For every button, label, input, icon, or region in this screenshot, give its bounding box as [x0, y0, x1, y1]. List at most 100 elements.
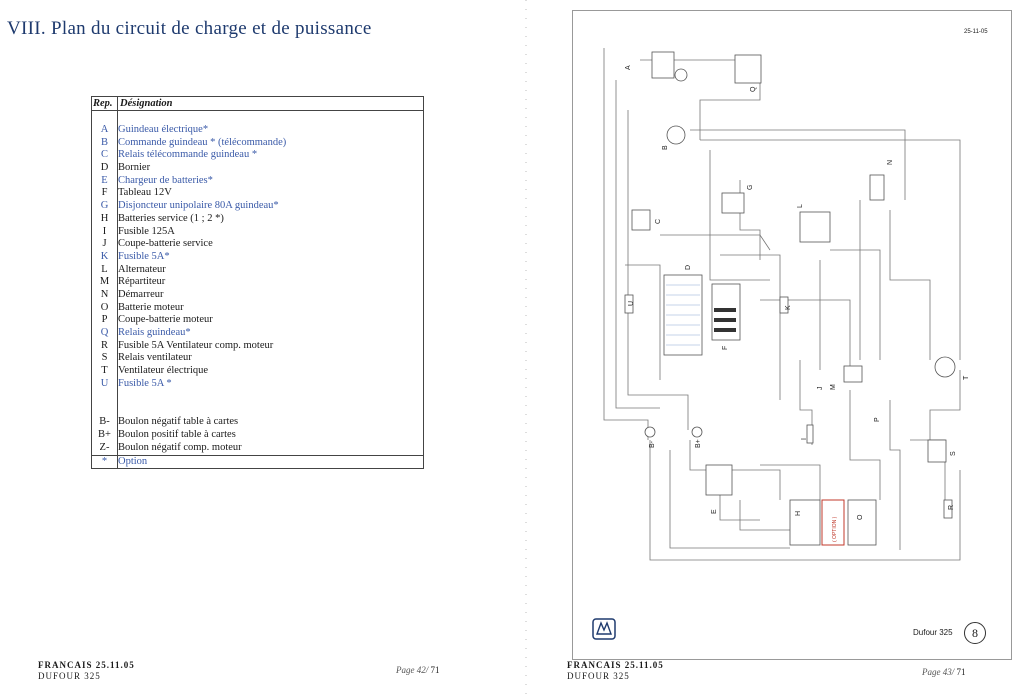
label-T: T — [963, 375, 970, 380]
legend-rep: N — [100, 288, 109, 300]
legend-rep: U — [100, 377, 109, 389]
legend-designation: Relais guindeau* — [118, 327, 191, 338]
option-battery-box — [821, 499, 845, 546]
page-number-left: Page 42/ 71 — [396, 665, 440, 675]
legend-option-label: Option — [118, 454, 423, 469]
page-title: VIII. Plan du circuit de charge et de pu… — [7, 18, 372, 39]
fuse-K — [779, 296, 789, 314]
legend-designation: Relais ventilateur — [118, 352, 192, 364]
legend-designation: Disjoncteur unipolaire 80A guindeau* — [118, 200, 279, 212]
legend-rep: T — [101, 365, 108, 377]
label-G: G — [747, 185, 754, 190]
label-U: U — [628, 301, 635, 306]
legend-option-rep: * — [92, 454, 117, 469]
legend-rep: O — [100, 301, 109, 313]
legend-designation: Boulon négatif comp. moteur — [118, 441, 242, 453]
legend-rep: Z- — [99, 441, 110, 453]
legend-designation: Fusible 5A Ventilateur comp. moteur — [118, 339, 274, 351]
label-Q: Q — [750, 86, 757, 92]
legend-header-designation: Désignation — [120, 98, 173, 109]
label-K: K — [785, 305, 792, 310]
legend-rep: I — [102, 225, 107, 237]
legend-designation: Ventilateur électrique — [118, 365, 209, 377]
bolt-Bplus — [691, 426, 703, 438]
page-number-right: Page 43/ 71 — [922, 667, 966, 677]
legend-designation: Fusible 5A * — [118, 377, 172, 389]
legend-designation: Bornier — [118, 162, 151, 174]
diagram-labels: A Q B G N L C D U K F M J T P I B- B+ S … — [625, 65, 970, 542]
legend-designation: Batterie moteur — [118, 301, 184, 313]
footer-model: DUFOUR 325 — [567, 671, 630, 681]
page-total: 71 — [430, 665, 440, 675]
remote-relay-C — [631, 209, 651, 231]
legend-rep: J — [102, 238, 107, 250]
battery-O — [847, 499, 877, 546]
label-Bplus: B+ — [695, 439, 702, 448]
legend-designation: Coupe-batterie moteur — [118, 314, 213, 326]
label-M: M — [830, 384, 837, 390]
fuse-R — [943, 499, 953, 519]
panel-F-switches — [714, 308, 736, 332]
legend-rep: F — [101, 187, 108, 199]
label-J: J — [817, 387, 824, 391]
label-option: ( OPTION ) — [832, 516, 838, 542]
legend-header: Rep. Désignation — [92, 97, 423, 111]
windlass-motor-A — [651, 51, 675, 79]
legend-rep: B — [100, 136, 108, 148]
legend-designation: Batteries service (1 ; 2 *) — [118, 212, 224, 224]
label-N: N — [887, 160, 894, 165]
label-Bminus: B- — [649, 440, 656, 448]
label-A: A — [625, 65, 632, 70]
label-I: I — [801, 438, 808, 440]
components — [624, 51, 956, 546]
label-L: L — [797, 204, 804, 208]
label-P: P — [874, 417, 881, 422]
label-E: E — [711, 509, 718, 514]
legend-rep: L — [101, 263, 108, 275]
label-H: H — [795, 511, 802, 516]
legend-designation: Démarreur — [118, 288, 164, 300]
legend-designation: Chargeur de batteries* — [118, 174, 213, 186]
label-O: O — [857, 514, 864, 520]
legend-rep: D — [100, 162, 109, 174]
legend-rep: E — [101, 174, 108, 186]
legend-rep: Q — [100, 327, 109, 338]
remote-B — [666, 125, 686, 145]
label-C: C — [655, 219, 662, 224]
terminal-block-D-rows — [666, 284, 700, 346]
sheet-number: 8 — [964, 622, 986, 644]
legend-rep: K — [100, 250, 109, 262]
fan-relay-S — [927, 439, 947, 463]
splitter-M — [843, 365, 863, 383]
legend-designation-column: Guindeau électrique*Commande guindeau * … — [117, 111, 423, 469]
brand-label: Dufour 325 — [913, 628, 953, 637]
fan-T — [934, 356, 956, 378]
legend-rep: A — [100, 124, 109, 135]
label-F: F — [722, 346, 729, 350]
legend-designation: Boulon positif table à cartes — [118, 429, 236, 441]
legend-designation: Boulon négatif table à cartes — [118, 416, 239, 428]
legend-designation: Coupe-batterie service — [118, 238, 213, 250]
charger-E — [705, 464, 733, 496]
footer-right: FRANCAIS 25.11.05 DUFOUR 325 — [567, 660, 664, 682]
label-R: R — [948, 505, 955, 510]
legend-rep: G — [100, 200, 109, 212]
dufour-logo-icon — [592, 618, 616, 640]
legend-rep: R — [100, 339, 108, 351]
legend-rep: M — [99, 276, 110, 288]
legend-header-rep: Rep. — [92, 97, 118, 110]
legend-designation: Fusible 5A* — [118, 250, 170, 262]
windlass-gear-A — [674, 68, 688, 82]
legend-designation: Commande guindeau * (télécommande) — [118, 136, 287, 148]
diagram-date: 25-11-05 — [964, 29, 988, 35]
legend-designation: Fusible 125A — [118, 225, 175, 237]
bolt-Bminus — [644, 426, 656, 438]
legend-rep: P — [101, 314, 108, 326]
legend-designation: Guindeau électrique* — [118, 124, 209, 135]
legend-designation: Tableau 12V — [118, 187, 172, 199]
label-B: B — [662, 145, 669, 150]
legend-designation: Alternateur — [118, 263, 166, 275]
